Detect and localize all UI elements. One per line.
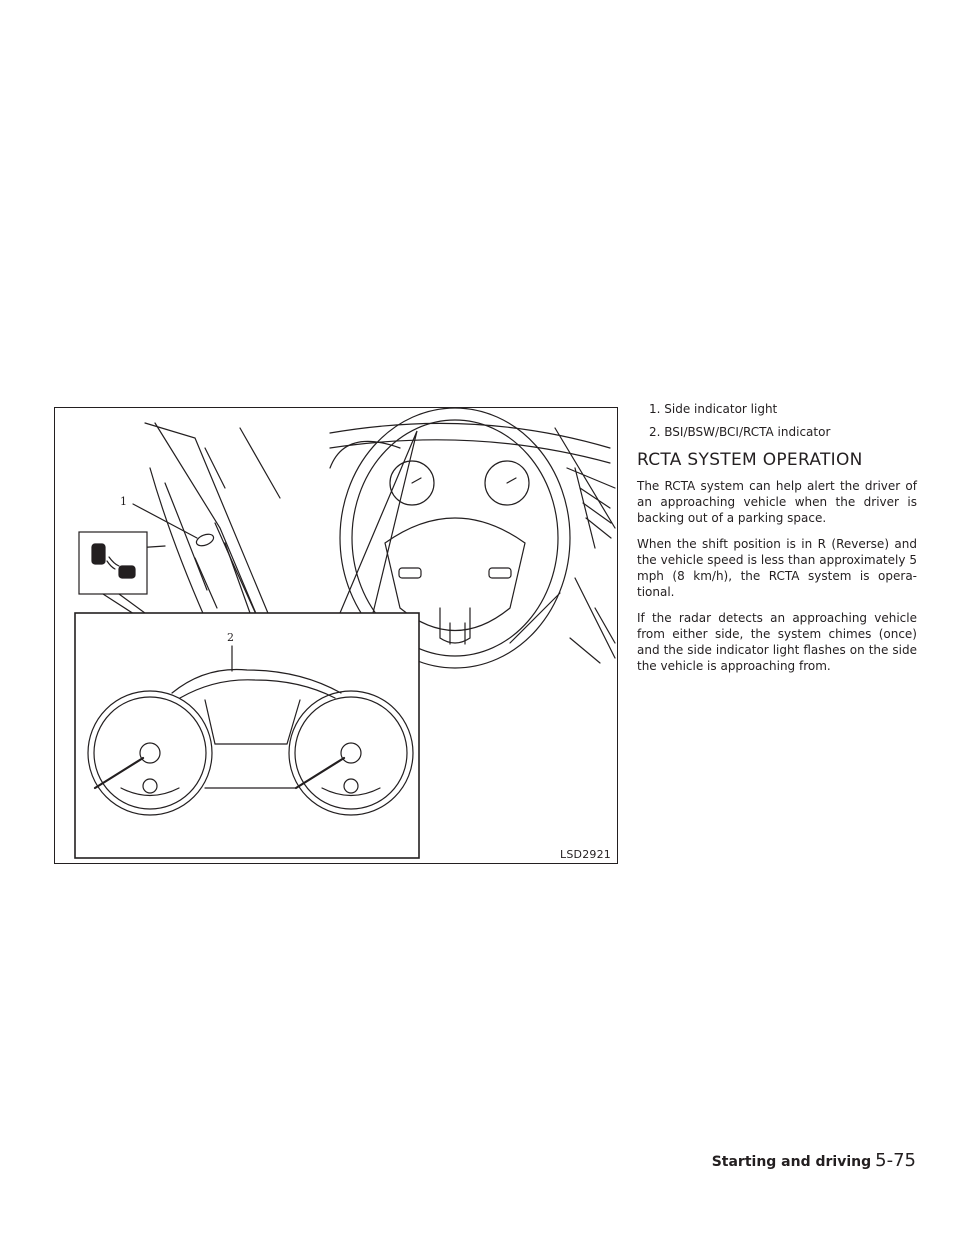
illustration-figure: 1 [54, 407, 618, 864]
footer-page-number: 5-75 [875, 1150, 916, 1171]
mirror-pillar-drawing [134, 422, 286, 624]
cluster-pointer-lines [339, 430, 418, 614]
figure-legend: 1. Side indicator light 2. BSI/BSW/BCI/R… [637, 401, 917, 440]
footer-section-name: Starting and driving [711, 1154, 872, 1170]
callout-label-2: 2 [227, 631, 234, 644]
figure-code: LSD2921 [558, 848, 613, 861]
dashboard-illustration: 1 [74, 408, 616, 859]
warning-icon-box [78, 531, 148, 595]
steering-wheel-drawing [329, 408, 616, 669]
cluster-inset-box [74, 612, 420, 859]
callout-line-1 [132, 503, 198, 539]
legend-item-2: 2. BSI/BSW/BCI/RCTA indicator [649, 425, 831, 439]
callout-label-1: 1 [120, 495, 127, 508]
text-column: 1. Side indicator light 2. BSI/BSW/BCI/R… [637, 401, 917, 684]
paragraph-3: If the radar detects an approaching vehi… [637, 611, 917, 673]
paragraph-2: When the shift position is in R (Reverse… [637, 537, 917, 599]
instrument-cluster-drawing [87, 668, 414, 816]
legend-item-1: 1. Side indicator light [649, 402, 778, 416]
paragraph-1: The RCTA system can help alert the drive… [637, 479, 917, 525]
bsi-warning-icon [91, 543, 136, 579]
section-heading: RCTA SYSTEM OPERATION [637, 450, 863, 470]
side-indicator-light [195, 533, 215, 547]
